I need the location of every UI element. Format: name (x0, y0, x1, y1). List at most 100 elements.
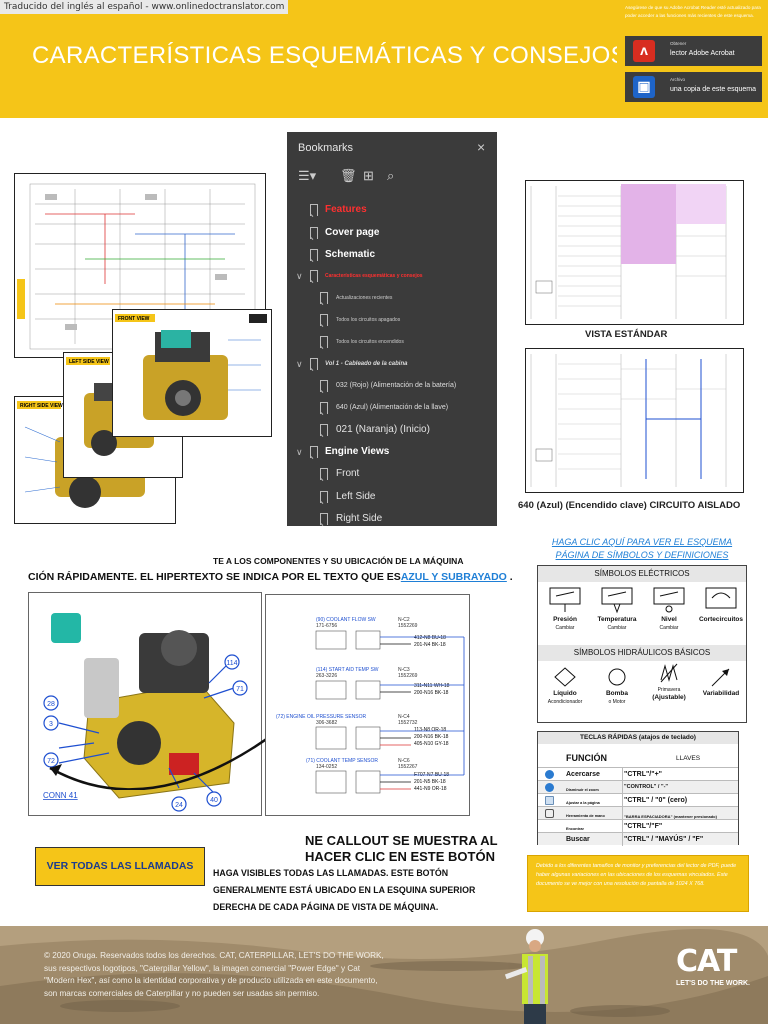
adobe-note: Asegúrese de que su Adobe Acrobat Reader… (625, 5, 761, 18)
symbol-sublabel: Cambiar (607, 625, 627, 631)
cat-logo: CAT LET'S DO THE WORK. (676, 944, 756, 987)
bookmark-032[interactable]: 032 (Rojo) (Alimentación de la batería) (287, 376, 497, 396)
coolant-flow-sw-link[interactable]: (90) COOLANT FLOW SW (316, 617, 376, 623)
get-acrobat-label: lector Adobe Acrobat (670, 50, 735, 57)
chevron-down-icon[interactable]: ∨ (296, 447, 303, 457)
temperature-switch-icon (601, 587, 633, 614)
bookmark-features[interactable]: Features (287, 200, 497, 220)
coolant-temp-sensor-part: 134-0252 (316, 764, 337, 770)
wire-label: 200-N16 BK-18 (414, 734, 449, 740)
callout-24[interactable]: 24 (175, 802, 183, 809)
bookmark-icon (320, 491, 328, 503)
callout-71[interactable]: 71 (236, 686, 244, 693)
bookmark-left-side[interactable]: Left Side (287, 487, 497, 507)
conn-41-link[interactable]: CONN 41 (43, 791, 78, 800)
copyright-text: © 2020 Oruga. Reservados todos los derec… (44, 951, 384, 998)
front-view-thumbnail[interactable]: FRONT VIEW (112, 309, 272, 437)
view-all-callouts-button[interactable]: VER TODAS LAS LLAMADAS (35, 847, 205, 886)
bookmark-icon (310, 446, 318, 458)
hypertext-suffix: . (506, 571, 513, 583)
bookmark-640[interactable]: 640 (Azul) (Alimentación de la llave) (287, 398, 497, 418)
chevron-down-icon[interactable]: ∨ (296, 271, 303, 281)
fluid-conditioner-icon (554, 667, 576, 687)
header-banner: Traducido del inglés al español - www.on… (0, 0, 768, 118)
bookmark-icon (320, 402, 328, 414)
wire-label: 412-N8 BU-18 (414, 635, 446, 641)
bookmark-label: Características esquemáticas y consejos (325, 273, 423, 279)
callout-3[interactable]: 3 (49, 721, 53, 728)
bookmark-right-side[interactable]: Right Side (287, 509, 497, 529)
bookmark-icon (310, 227, 318, 239)
callout-28[interactable]: 28 (47, 701, 55, 708)
spring-icon (660, 663, 678, 683)
engine-image[interactable]: 28 3 72 24 40 71 114 CONN 41 (28, 592, 262, 816)
bookmark-icon (310, 204, 318, 216)
get-acrobat-button[interactable]: ʌ Obtener lector Adobe Acrobat (625, 36, 762, 66)
bookmark-vol1[interactable]: ∨ Vol 1 - Cableado de la cabina (287, 354, 497, 374)
options-menu-icon[interactable]: ☰▾ (298, 168, 317, 183)
bookmark-icon (320, 513, 328, 525)
shortcut-row: Encontrar "CTRL"/"F" (538, 819, 738, 833)
standard-view-thumbnail[interactable] (525, 180, 744, 325)
shortcut-row: Buscar "CTRL" / "MAYÚS" / "F" (538, 832, 738, 846)
shortcut-keys: "BARRA ESPACIADORA" (mantener presionado… (624, 814, 717, 819)
bookmark-front[interactable]: Front (287, 464, 497, 484)
bookmark-icon (320, 336, 328, 348)
isolated-circuit-thumbnail[interactable] (525, 348, 744, 493)
hypertext-prefix: CIÓN RÁPIDAMENTE. EL HIPERTEXTO SE INDIC… (28, 571, 401, 583)
start-aid-temp-sw-part: 263-3226 (316, 673, 337, 679)
shortcut-row: Acercarse "CTRL"/"+" (538, 767, 738, 781)
callout-40[interactable]: 40 (210, 797, 218, 804)
coolant-temp-sensor-link[interactable]: (71) COOLANT TEMP SENSOR (306, 758, 378, 764)
symbols-page-link[interactable]: HAGA CLIC AQUÍ PARA VER EL ESQUEMA PÁGIN… (551, 537, 733, 560)
circuit-breaker-icon (705, 587, 737, 609)
oil-pressure-sensor-connector: N-C4 (398, 714, 410, 720)
wiring-detail-image[interactable]: (90) COOLANT FLOW SW 171-6756 N-C2 15522… (265, 594, 470, 816)
start-aid-temp-sw-link[interactable]: (114) START AID TEMP SW (316, 667, 379, 673)
bookmark-features-tips[interactable]: ∨ Características esquemáticas y consejo… (287, 266, 497, 286)
bookmark-021[interactable]: 021 (Naranja) (Inicio) (287, 420, 497, 440)
oil-pressure-sensor-link[interactable]: (72) ENGINE OIL PRESSURE SENSOR (276, 714, 367, 720)
hand-icon (545, 809, 554, 818)
hypertext-intro-line2: CIÓN RÁPIDAMENTE. EL HIPERTEXTO SE INDIC… (28, 571, 513, 583)
bookmark-label: Todos los circuitos apagados (336, 317, 401, 323)
bookmark-engine-views[interactable]: ∨ Engine Views (287, 442, 497, 462)
worker-figure (504, 929, 548, 1024)
save-copy-button[interactable]: ▣ Archivo una copia de este esquema (625, 72, 762, 102)
symbol-label: Presión (553, 616, 577, 623)
bookmarks-toolbar: ☰▾ 🗑 ⊞ ⌕ (295, 168, 485, 186)
adobe-panel: Asegúrese de que su Adobe Acrobat Reader… (617, 0, 768, 112)
shortcut-keys: "CTRL"/"F" (624, 823, 663, 830)
cat-logo-word: CAT (676, 944, 737, 979)
bookmark-icon (320, 380, 328, 392)
symbol-label: Cortecircuitos (698, 616, 744, 623)
coolant-flow-sw-pn: 1552269 (398, 623, 418, 629)
blue-underline-link[interactable]: AZUL Y SUBRAYADO (400, 571, 507, 583)
add-bookmark-icon[interactable]: ⊞ (363, 168, 374, 183)
right-side-view-label: RIGHT SIDE VIEW (20, 403, 63, 409)
find-bookmark-icon[interactable]: ⌕ (387, 168, 395, 183)
bookmark-label: 640 (Azul) (Alimentación de la llave) (336, 404, 449, 411)
callout-72[interactable]: 72 (47, 758, 55, 765)
shortcut-row: Disminuir el zoom "CONTROL" / "-" (538, 780, 738, 794)
chevron-down-icon[interactable]: ∨ (296, 359, 303, 369)
circuit-breaker-symbol: Cortecircuitos (696, 586, 746, 624)
wire-label: 311-N11 WH-18 (414, 683, 450, 689)
coolant-temp-sensor-connector: N-C6 (398, 758, 410, 764)
trash-icon[interactable]: 🗑 (340, 168, 357, 183)
bookmark-all-on[interactable]: Todos los circuitos encendidos (287, 332, 497, 352)
bookmark-icon (310, 358, 318, 370)
close-icon[interactable]: × (477, 139, 486, 155)
bookmark-label: Schematic (325, 249, 376, 260)
bookmark-all-off[interactable]: Todos los circuitos apagados (287, 310, 497, 330)
symbol-label: Bomba (605, 690, 629, 697)
shortcuts-table: TECLAS RÁPIDAS (atajos de teclado) FUNCI… (537, 731, 739, 846)
bookmark-schematic[interactable]: Schematic (287, 245, 497, 265)
bookmark-recent-updates[interactable]: Actualizaciones recientes (287, 288, 497, 308)
translation-notice[interactable]: Traducido del inglés al español - www.on… (0, 0, 289, 14)
bookmark-cover-page[interactable]: Cover page (287, 223, 497, 243)
callout-114[interactable]: 114 (226, 660, 237, 667)
